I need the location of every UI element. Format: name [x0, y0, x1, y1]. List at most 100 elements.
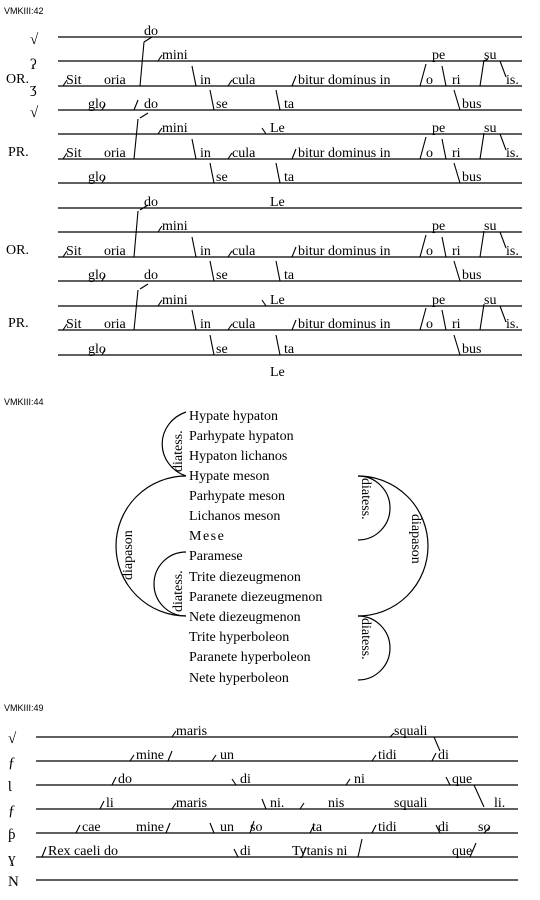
syllable: glo [88, 97, 106, 112]
syllable: cula [232, 244, 256, 259]
syllable: do [144, 195, 158, 210]
syllable: mini [162, 48, 188, 63]
syllable: bitur dominus in [298, 317, 391, 332]
syllable: di [240, 844, 251, 859]
syllable: bus [462, 342, 481, 357]
syllable: cula [232, 146, 256, 161]
syllable: ri [452, 146, 461, 161]
figure-label: VMKIII:42 [4, 6, 44, 16]
syllable: di [438, 748, 449, 763]
syllable: se [216, 170, 228, 185]
clef-sign: ɣ [8, 851, 16, 867]
clef-sign: Ɩ [7, 779, 12, 795]
note-name: Nete hyperboleon [189, 671, 289, 686]
syllable: li. [494, 796, 505, 811]
syllable: oria [104, 317, 127, 332]
syllable: in [200, 317, 211, 332]
syllable: o [426, 73, 433, 88]
syllable: mini [162, 121, 188, 136]
syllable: ta [284, 342, 295, 357]
figure-label: VMKIII:44 [4, 397, 44, 407]
syllable: oria [104, 73, 127, 88]
syllable: su [484, 121, 496, 136]
clef-sign: N [8, 874, 19, 890]
syllable: tidi [378, 748, 397, 763]
syllable: su [484, 293, 496, 308]
syllable: bitur dominus in [298, 73, 391, 88]
syllable: o [426, 146, 433, 161]
note-name: Lichanos meson [189, 509, 280, 524]
syllable: que [452, 772, 472, 787]
syllable: su [484, 219, 496, 234]
diatessaron-arc [153, 551, 187, 617]
syllable: di [438, 820, 449, 835]
syllable: Sit [66, 244, 82, 259]
syllable: se [216, 97, 228, 112]
diatessaron-arc [357, 615, 391, 681]
interval-label: diapason [408, 514, 423, 564]
clef-sign: ƒ [8, 803, 16, 819]
melodic-strokes [62, 36, 507, 356]
syllable: tidi [378, 820, 397, 835]
syllable: glo [88, 170, 106, 185]
row-label: PR. [8, 316, 29, 331]
interval-label: diatess. [171, 430, 186, 472]
note-name: Mese [189, 529, 225, 544]
syllable: maris [176, 796, 207, 811]
figure-vmkiii-49: VMKIII:49 √ ƒ Ɩ ƒ ƥ ɣ N maris squali min… [4, 703, 518, 890]
syllable: is. [506, 244, 519, 259]
syllable: bus [462, 170, 481, 185]
syllable: mini [162, 219, 188, 234]
syllable: li [106, 796, 114, 811]
syllable: bitur dominus in [298, 244, 391, 259]
figure-vmkiii-44: VMKIII:44 Hypate hypaton Parhypate hypat… [4, 397, 429, 686]
syllable: Sit [66, 73, 82, 88]
syllable: squali [394, 796, 428, 811]
note-name: Paramese [189, 549, 243, 564]
syllable: ni. [270, 796, 284, 811]
syllable: di [240, 772, 251, 787]
syllable: Le [270, 293, 285, 308]
clef-sign: ƥ [8, 827, 16, 843]
interval-label: diatess. [358, 618, 373, 660]
syllable: so [478, 820, 490, 835]
syllable: un [220, 820, 234, 835]
syllable: mine [136, 748, 164, 763]
syllable: do [144, 97, 158, 112]
syllable: cula [232, 317, 256, 332]
note-name: Parhypate meson [189, 489, 285, 504]
row-label: PR. [8, 145, 29, 160]
clef-column: √ ƒ Ɩ ƒ ƥ ɣ N [7, 731, 19, 890]
syllable: do [118, 772, 132, 787]
syllables: maris squali mine un tidi di do di ni qu… [48, 724, 505, 859]
syllable: o [426, 317, 433, 332]
syllable: un [220, 748, 234, 763]
syllable: is. [506, 146, 519, 161]
melodic-strokes [41, 730, 491, 858]
syllable: Sit [66, 146, 82, 161]
staff-lines [58, 36, 522, 356]
row-label: OR. [6, 243, 29, 258]
staff-lines [36, 736, 518, 881]
syllable: Tytanis ni [292, 844, 348, 859]
syllable: glo [88, 268, 106, 283]
syllable: in [200, 73, 211, 88]
syllable: squali [394, 724, 428, 739]
diatessaron-arc [161, 411, 187, 477]
syllable: is. [506, 73, 519, 88]
syllable: pe [432, 219, 445, 234]
voice-block: do mini pe su Sit oria in cula bitur dom… [66, 24, 519, 112]
syllable: Le [270, 195, 285, 210]
syllable: nis [328, 796, 344, 811]
note-name: Paranete hyperboleon [189, 650, 311, 665]
clef-sign: √ [8, 731, 17, 747]
figure-vmkiii-42: VMKIII:42 √ ʔ ʒ √ OR. PR. OR. PR. [4, 6, 522, 380]
syllable: do [144, 268, 158, 283]
note-name: Hypate hypaton [189, 409, 278, 424]
syllable: bitur dominus in [298, 146, 391, 161]
syllable: ri [452, 244, 461, 259]
syllable: pe [432, 48, 445, 63]
note-name: Paranete diezeugmenon [189, 590, 322, 605]
syllable: in [200, 244, 211, 259]
note-name: Hypaton lichanos [189, 449, 287, 464]
